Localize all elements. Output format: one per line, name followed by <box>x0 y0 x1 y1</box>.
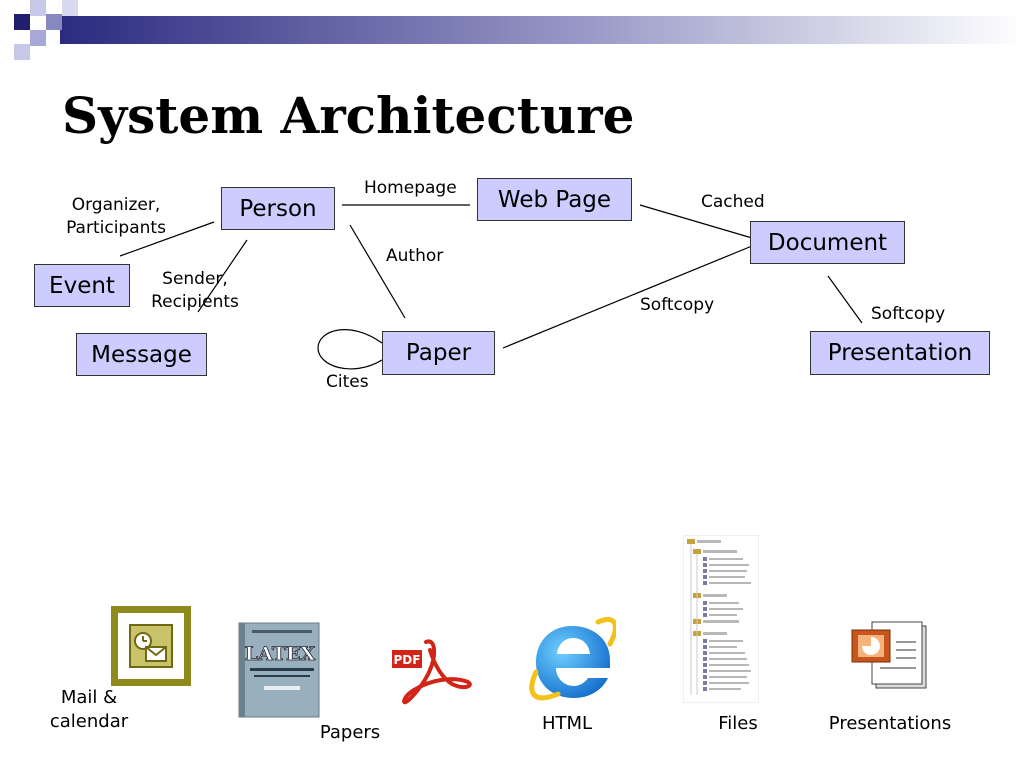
node-person: Person <box>221 187 335 230</box>
pdf-icon: PDF <box>392 639 472 705</box>
header-square <box>30 0 46 16</box>
header-square <box>30 30 46 46</box>
edge-label-softcopy-paper: Softcopy <box>640 295 715 315</box>
header-square <box>14 14 30 30</box>
edge-softcopy-paper <box>502 245 753 349</box>
edge-cites-loop <box>317 329 383 370</box>
slide-title: System Architecture <box>62 86 635 145</box>
caption-papers: Papers <box>319 722 381 743</box>
edge-label-organizer-line2: Participants <box>66 218 166 238</box>
node-event: Event <box>34 264 130 307</box>
header-square <box>62 0 78 16</box>
caption-html: HTML <box>541 713 593 734</box>
edge-label-sender-line1: Sender, <box>162 269 228 289</box>
node-message: Message <box>76 333 207 376</box>
edge-label-sender-line2: Recipients <box>151 292 239 312</box>
mail-calendar-icon <box>111 606 191 686</box>
file-tree-icon <box>683 535 759 703</box>
internet-explorer-icon <box>529 617 616 701</box>
edge-label-cached: Cached <box>701 192 765 212</box>
edge-softcopy-presentation <box>827 275 863 324</box>
edge-label-sender: Sender, Recipients <box>140 268 250 314</box>
header-square <box>14 44 30 60</box>
svg-text:LATEX: LATEX <box>245 643 316 665</box>
latex-book-icon: LATEX <box>238 622 320 718</box>
header-square <box>46 14 62 30</box>
header-decoration <box>14 0 1024 60</box>
node-presentation: Presentation <box>810 331 990 375</box>
edge-label-softcopy-presentation: Softcopy <box>871 304 946 324</box>
node-paper: Paper <box>382 331 495 375</box>
edge-label-homepage: Homepage <box>364 178 457 198</box>
edge-author <box>349 224 406 319</box>
edge-organizer <box>119 221 215 257</box>
edge-label-author: Author <box>386 246 444 266</box>
edge-label-cites: Cites <box>326 372 369 392</box>
edge-label-organizer-line1: Organizer, <box>71 195 161 215</box>
node-document: Document <box>750 221 905 264</box>
caption-mail: Mail & calendar <box>34 686 144 734</box>
powerpoint-icon <box>851 621 927 689</box>
caption-mail-line1: Mail & <box>60 687 118 708</box>
edge-sender <box>197 239 248 313</box>
edge-label-organizer: Organizer, Participants <box>56 194 176 240</box>
caption-mail-line2: calendar <box>49 711 129 732</box>
node-web-page: Web Page <box>477 178 632 221</box>
svg-text:PDF: PDF <box>394 653 421 667</box>
edge-cached <box>639 204 753 239</box>
caption-files: Files <box>718 713 758 734</box>
caption-presentations: Presentations <box>828 713 952 734</box>
